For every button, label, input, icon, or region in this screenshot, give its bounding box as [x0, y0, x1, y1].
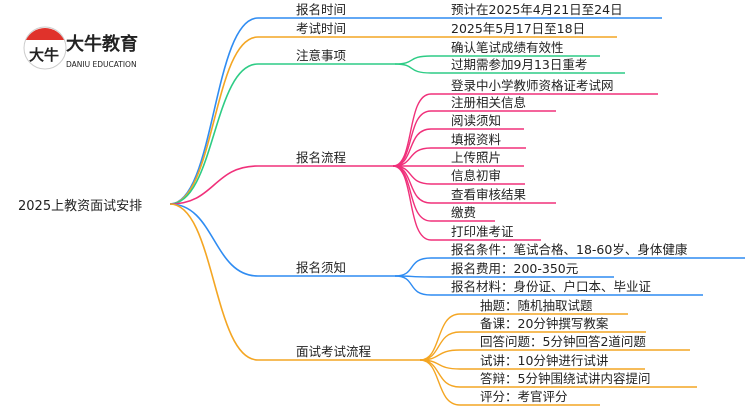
leaf-label: 评分：考官评分 [480, 389, 568, 404]
leaf-label: 注册相关信息 [451, 95, 526, 110]
logo-mark-text: 大牛 [29, 46, 59, 64]
branch-connector [169, 203, 395, 277]
leaf-label: 查看审核结果 [451, 187, 527, 202]
leaf-connector [394, 63, 625, 74]
branch-connector [169, 17, 662, 205]
leaf-label: 2025年5月17日至18日 [451, 21, 585, 36]
branch-label: 报名流程 [296, 150, 347, 165]
branch-2: 考试时间 2025年5月17日至18日 [169, 21, 617, 205]
leaf-connector [394, 275, 703, 296]
leaf-connector [392, 128, 524, 167]
branch-1: 报名时间 预计在2025年4月21日至24日 [169, 2, 662, 205]
branch-connector [169, 63, 395, 205]
branch-connector [169, 36, 617, 205]
root-topic: 2025上教资面试安排 [18, 198, 142, 214]
branch-label: 注意事项 [296, 48, 346, 63]
branch-5: 报名须知 报名条件：笔试合格、18-60岁、身体健康报名费用：200-350元报名… [169, 203, 745, 296]
leaf-label: 登录中小学教师资格证考试网 [451, 78, 614, 93]
leaf-label: 缴费 [451, 205, 476, 220]
branch-4: 报名流程 登录中小学教师资格证考试网注册相关信息阅读须知填报资料上传照片信息初审查… [169, 78, 658, 241]
leaf-label: 信息初审 [451, 168, 501, 183]
leaf-label: 报名条件：笔试合格、18-60岁、身体健康 [451, 242, 688, 257]
leaf-connector [394, 275, 614, 278]
leaf-connector [419, 313, 628, 361]
leaf-label: 打印准考证 [451, 224, 514, 239]
leaf-connector [419, 349, 690, 361]
branch-label: 面试考试流程 [296, 344, 372, 359]
leaf-label: 填报资料 [451, 132, 502, 147]
leaf-label: 阅读须知 [451, 113, 501, 128]
logo-brand-cn: 大牛教育 [66, 33, 138, 55]
leaf-connector [392, 165, 541, 241]
leaf-label: 报名材料：身份证、户口本、毕业证 [451, 279, 652, 294]
leaf-label: 确认笔试成绩有效性 [451, 40, 564, 55]
branch-label: 报名时间 [296, 2, 346, 17]
leaf-label: 回答问题：5分钟回答2道问题 [480, 334, 646, 349]
leaf-connector [392, 110, 556, 167]
leaf-connector [419, 359, 600, 406]
leaf-connector [392, 93, 658, 167]
logo-brand-en: DANIU EDUCATION [66, 60, 137, 69]
leaf-label: 备课：20分钟撰写教案 [480, 316, 609, 331]
logo-red-arc [26, 27, 64, 40]
leaf-label: 试讲：10分钟进行试讲 [480, 353, 608, 368]
branch-6: 面试考试流程 抽题：随机抽取试题备课：20分钟撰写教案回答问题：5分钟回答2道问题… [169, 203, 697, 406]
logo: 大牛 大牛教育 DANIU EDUCATION [23, 26, 138, 70]
leaf-label: 报名费用：200-350元 [451, 261, 578, 276]
branch-label: 考试时间 [296, 21, 346, 36]
branch-connector [169, 165, 393, 205]
leaf-label: 答辩：5分钟围绕试讲内容提问 [480, 371, 650, 386]
leaf-label: 上传照片 [451, 150, 501, 165]
leaf-label: 预计在2025年4月21日至24日 [451, 2, 623, 17]
branch-connector [169, 203, 420, 361]
leaf-label: 过期需参加9月13日重考 [451, 57, 587, 72]
branch-label: 报名须知 [296, 260, 346, 275]
leaf-label: 抽题：随机抽取试题 [480, 298, 593, 313]
